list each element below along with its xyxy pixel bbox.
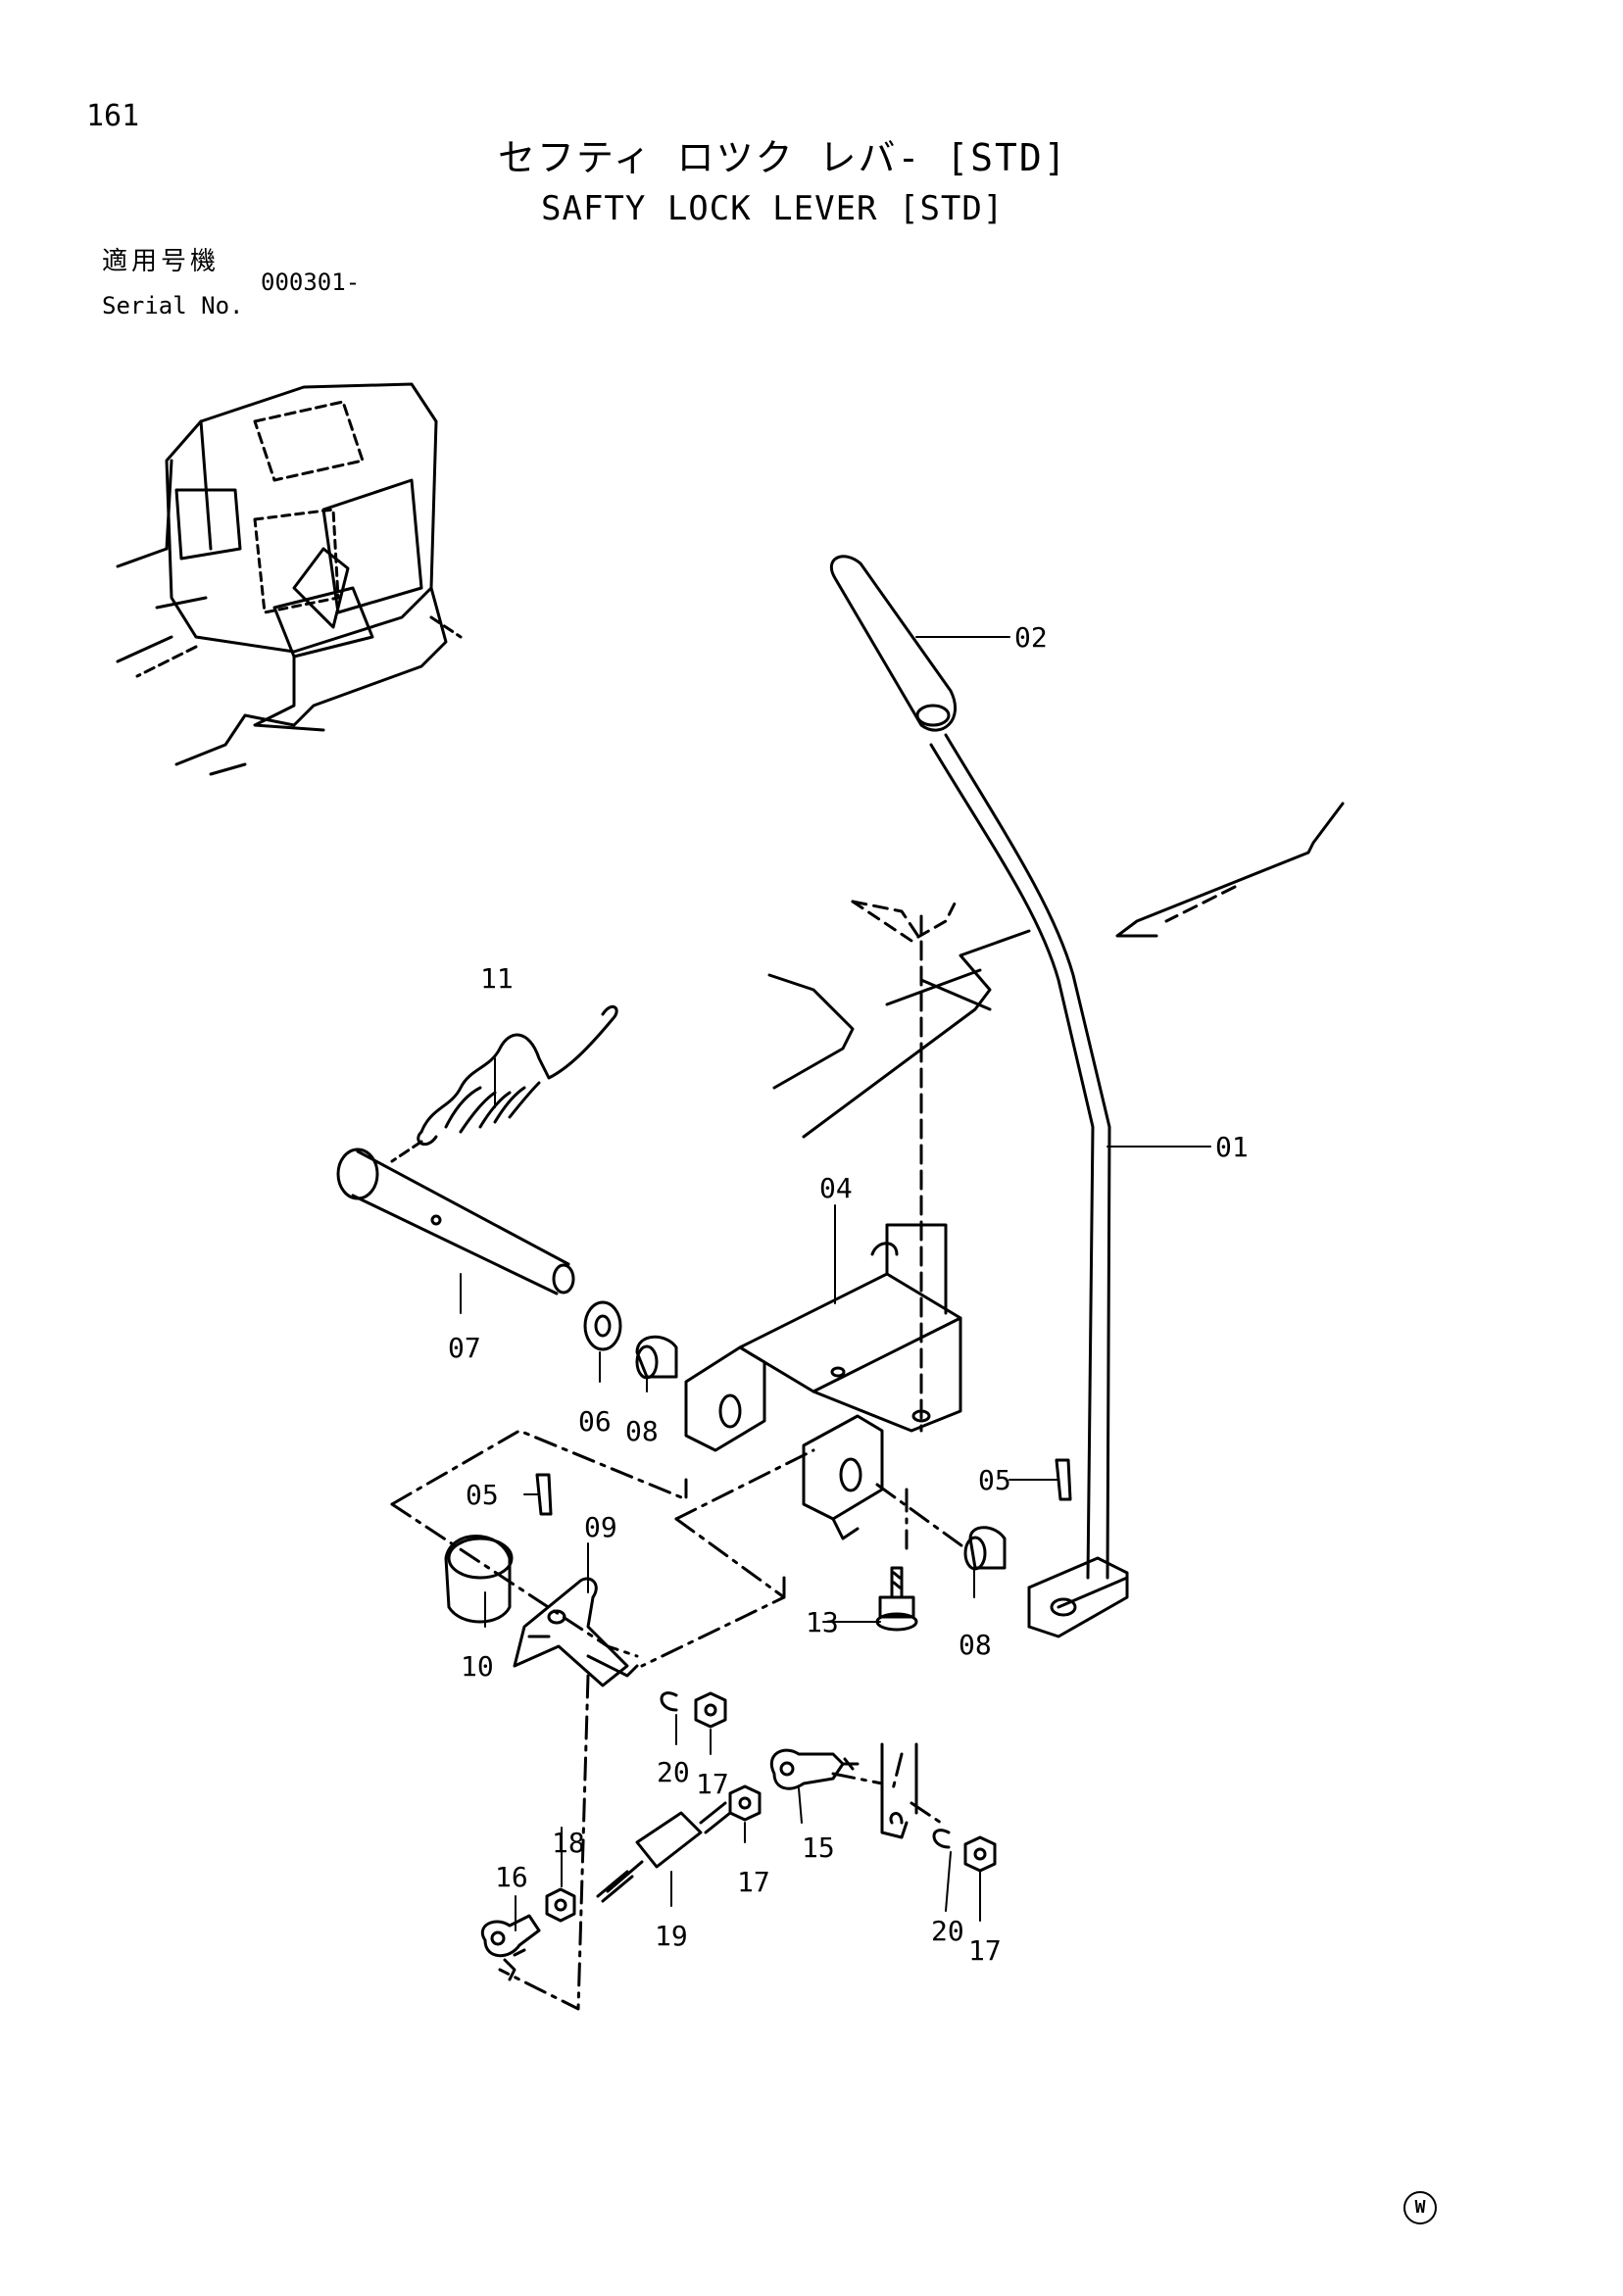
callout-19: 19 (655, 1920, 688, 1952)
snap-ring-part-20 (660, 1691, 951, 1849)
spring-pin-part-05 (535, 1458, 1072, 1516)
spring-part-11 (390, 1004, 618, 1163)
serial-label-japanese: 適用号機 (102, 247, 221, 276)
bracket-plate (880, 1742, 918, 1839)
page-number: 161 (86, 99, 140, 133)
callout-05-right: 05 (978, 1464, 1011, 1496)
rod-end-part-16 (481, 1914, 541, 1981)
serial-label-english: Serial No. (102, 292, 244, 319)
callout-20-upper: 20 (657, 1756, 690, 1788)
callout-20-lower: 20 (931, 1915, 964, 1947)
bracket-part-04 (684, 1223, 962, 1540)
nut-part-17 (694, 1691, 997, 1873)
lever-grip-part-02 (829, 555, 958, 732)
adjusting-rod-part-19 (596, 1801, 732, 1903)
washer-part-06 (583, 1300, 622, 1351)
serial-number-value: 000301- (261, 269, 361, 296)
bolt-part-13 (875, 1566, 918, 1632)
lever-bottom-block (1027, 1556, 1129, 1638)
callout-18: 18 (552, 1827, 585, 1859)
callout-16: 16 (495, 1861, 528, 1893)
callout-17-upper: 17 (696, 1768, 729, 1800)
lever-rod-part-01 (929, 733, 1111, 1580)
callout-01: 01 (1215, 1131, 1249, 1163)
callout-15: 15 (802, 1832, 835, 1864)
assembly-guide-lines (390, 1429, 967, 2011)
callout-10: 10 (461, 1650, 494, 1683)
callout-leader-lines (460, 636, 1211, 1931)
callout-07: 07 (448, 1332, 481, 1364)
nut-part-18 (545, 1887, 576, 1923)
callout-09: 09 (584, 1511, 617, 1543)
callout-06: 06 (578, 1405, 612, 1438)
page-title-japanese: セフティ ロツク レバ- [STD] (498, 136, 1068, 179)
lever-plate-part-09 (513, 1577, 639, 1687)
maker-mark-stamp: W (1403, 2191, 1437, 2224)
callout-11: 11 (480, 962, 514, 995)
callout-02: 02 (1014, 621, 1048, 654)
bushing-part-08 (635, 1335, 1007, 1571)
callout-04: 04 (819, 1172, 853, 1204)
page-title-english: SAFTY LOCK LEVER [STD] (541, 189, 1005, 228)
rod-end-part-15 (770, 1748, 860, 1790)
callout-17-right: 17 (968, 1934, 1002, 1967)
callout-17-middle: 17 (737, 1866, 770, 1898)
pin-part-07 (336, 1148, 575, 1295)
floor-plate-outline (767, 802, 1345, 1139)
cab-location-inset (116, 382, 463, 776)
callout-08-right: 08 (959, 1629, 992, 1661)
callout-labels: 01 02 04 05 05 06 07 08 08 09 10 11 13 1… (448, 621, 1249, 1967)
callout-05-left: 05 (466, 1479, 499, 1511)
collar-part-10 (444, 1535, 514, 1624)
callout-13: 13 (806, 1606, 839, 1638)
callout-08-left: 08 (625, 1415, 659, 1447)
